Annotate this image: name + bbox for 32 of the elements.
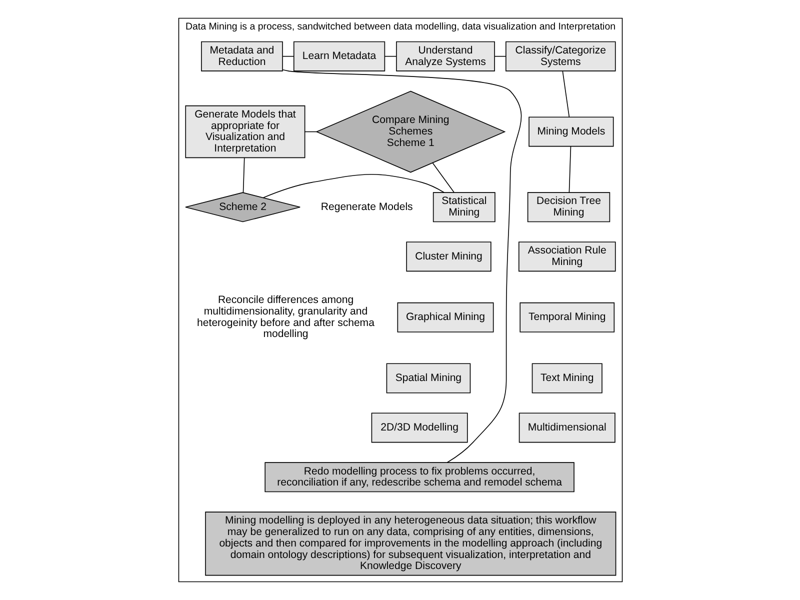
connector: [282, 56, 294, 57]
connector: [384, 56, 396, 57]
label: Reconcile differences among multidimensionality, granularity and heterogeinity before and after schema modelling: [196, 294, 374, 340]
node-box: Graphical Mining: [396, 302, 494, 332]
connector: [562, 70, 570, 118]
node-box: Temporal Mining: [519, 302, 614, 332]
node-box: Classify/Categorize Systems: [505, 41, 616, 72]
node-box: Metadata and Reduction: [200, 41, 282, 72]
node-box: Mining Models: [528, 116, 614, 147]
node-box: Generate Models that appropriate for Visualization and Interpretation: [184, 105, 305, 158]
node-box: Cluster Mining: [406, 242, 491, 272]
node-box: 2D/3D Modelling: [370, 412, 468, 443]
node-box: Learn Metadata: [292, 41, 385, 72]
connector: [432, 162, 454, 193]
node-box: Multidimensional: [518, 412, 615, 443]
node-box: Redo modelling process to fix problems occurred, reconciliation if any, redescribe schema and remodel schema: [264, 462, 574, 492]
connector: [304, 131, 316, 132]
node-box: Statistical Mining: [432, 192, 495, 222]
connector: [568, 146, 571, 193]
node-diamond: Scheme 2: [184, 192, 300, 222]
node-diamond: Compare Mining Schemes Scheme 1: [315, 90, 506, 173]
node-box: Text Mining: [531, 363, 602, 394]
node-box: Mining modelling is deployed in any heterogeneous data situation; this workflow may be generalized to run on any data, comprising of any entities, dimensions, objects and then compared for improvements in the modelling approach (including domain ontology descriptions) for subsequent visualization, interpretation and Knowledge Discovery: [204, 512, 616, 576]
node-box: Spatial Mining: [386, 363, 470, 394]
connector: [494, 56, 506, 57]
node-box: Association Rule Mining: [518, 242, 616, 272]
node-box: Decision Tree Mining: [526, 192, 610, 222]
connector: [262, 174, 444, 198]
label: Regenerate Models: [320, 200, 412, 213]
node-box: Understand Analyze Systems: [396, 41, 494, 72]
connector: [242, 157, 244, 194]
connector: [282, 69, 522, 463]
